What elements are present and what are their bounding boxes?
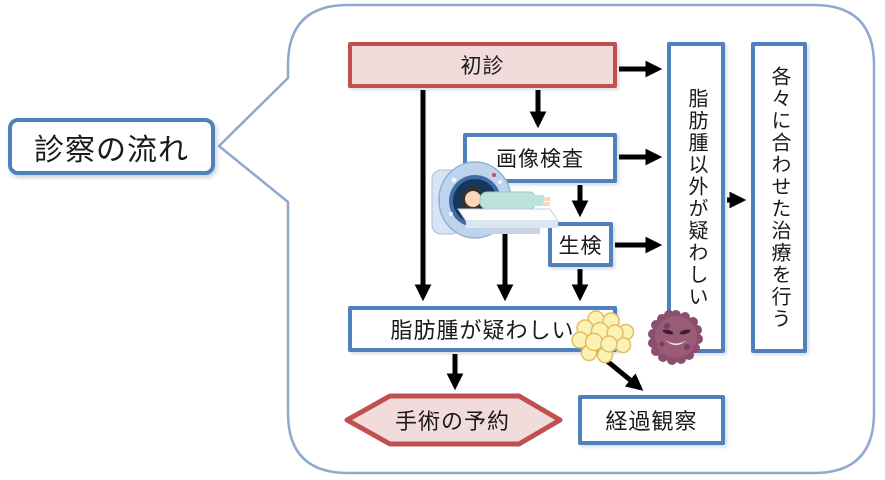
callout-title: 診察の流れ [8, 118, 215, 175]
node-follow-up-label: 経過観察 [605, 409, 698, 434]
node-tailored-treatment-label: 各々に合わせた治療を行う [768, 65, 790, 330]
node-non-lipoma-suspected-label: 脂肪腫以外が疑わしい [685, 87, 707, 308]
node-lipoma-suspected-label: 脂肪腫が疑わしい [390, 318, 575, 343]
node-surgery-reservation-label: 手術の予約 [394, 409, 510, 434]
node-tailored-treatment: 各々に合わせた治療を行う [751, 42, 807, 353]
node-biopsy: 生検 [548, 222, 613, 267]
node-imaging-exam-label: 画像検査 [496, 148, 584, 171]
node-surgery-reservation: 手術の予約 [360, 396, 545, 444]
node-imaging-exam: 画像検査 [463, 133, 617, 183]
node-lipoma-suspected: 脂肪腫が疑わしい [348, 306, 617, 352]
node-biopsy-label: 生検 [558, 234, 603, 258]
flow-arrows [414, 60, 747, 391]
node-follow-up: 経過観察 [578, 395, 725, 445]
node-first-visit: 初診 [348, 42, 617, 88]
callout-title-text: 診察の流れ [34, 133, 189, 167]
node-first-visit-label: 初診 [460, 55, 505, 78]
surgery-hexagon-shape [344, 393, 563, 447]
node-non-lipoma-suspected: 脂肪腫以外が疑わしい [667, 42, 725, 353]
